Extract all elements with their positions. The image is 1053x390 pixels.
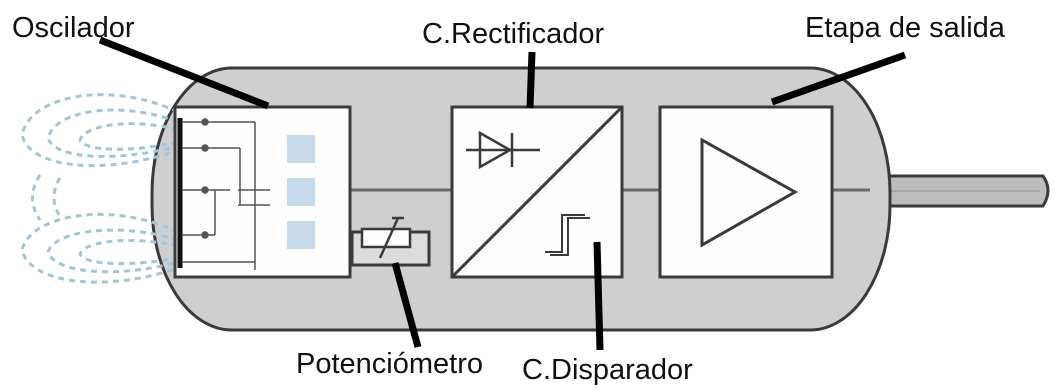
leader-disparador: [593, 241, 604, 351]
potentiometer: [350, 216, 431, 267]
leader-rectificador: [526, 51, 536, 109]
leader-potenciometro: [391, 262, 422, 348]
label-oscilador: Oscilador: [12, 12, 135, 44]
leader-etapa: [770, 51, 907, 106]
label-etapa-salida: Etapa de salida: [805, 12, 1005, 44]
label-potenciometro: Potenciómetro: [296, 348, 483, 380]
label-rectificador: C.Rectificador: [422, 18, 605, 50]
magnetic-field-lines: [20, 93, 179, 284]
output-cable: [868, 174, 1050, 208]
diode-icon: [466, 130, 540, 170]
label-disparador: C.Disparador: [522, 354, 693, 386]
rectifier-trigger-block: [450, 105, 624, 279]
leader-oscilador: [98, 36, 270, 110]
oscillator-block: [173, 105, 352, 279]
output-stage-block: [658, 105, 834, 279]
trigger-icon: [545, 214, 590, 256]
amplifier-icon: [700, 137, 799, 248]
leader-lines: [98, 36, 907, 351]
